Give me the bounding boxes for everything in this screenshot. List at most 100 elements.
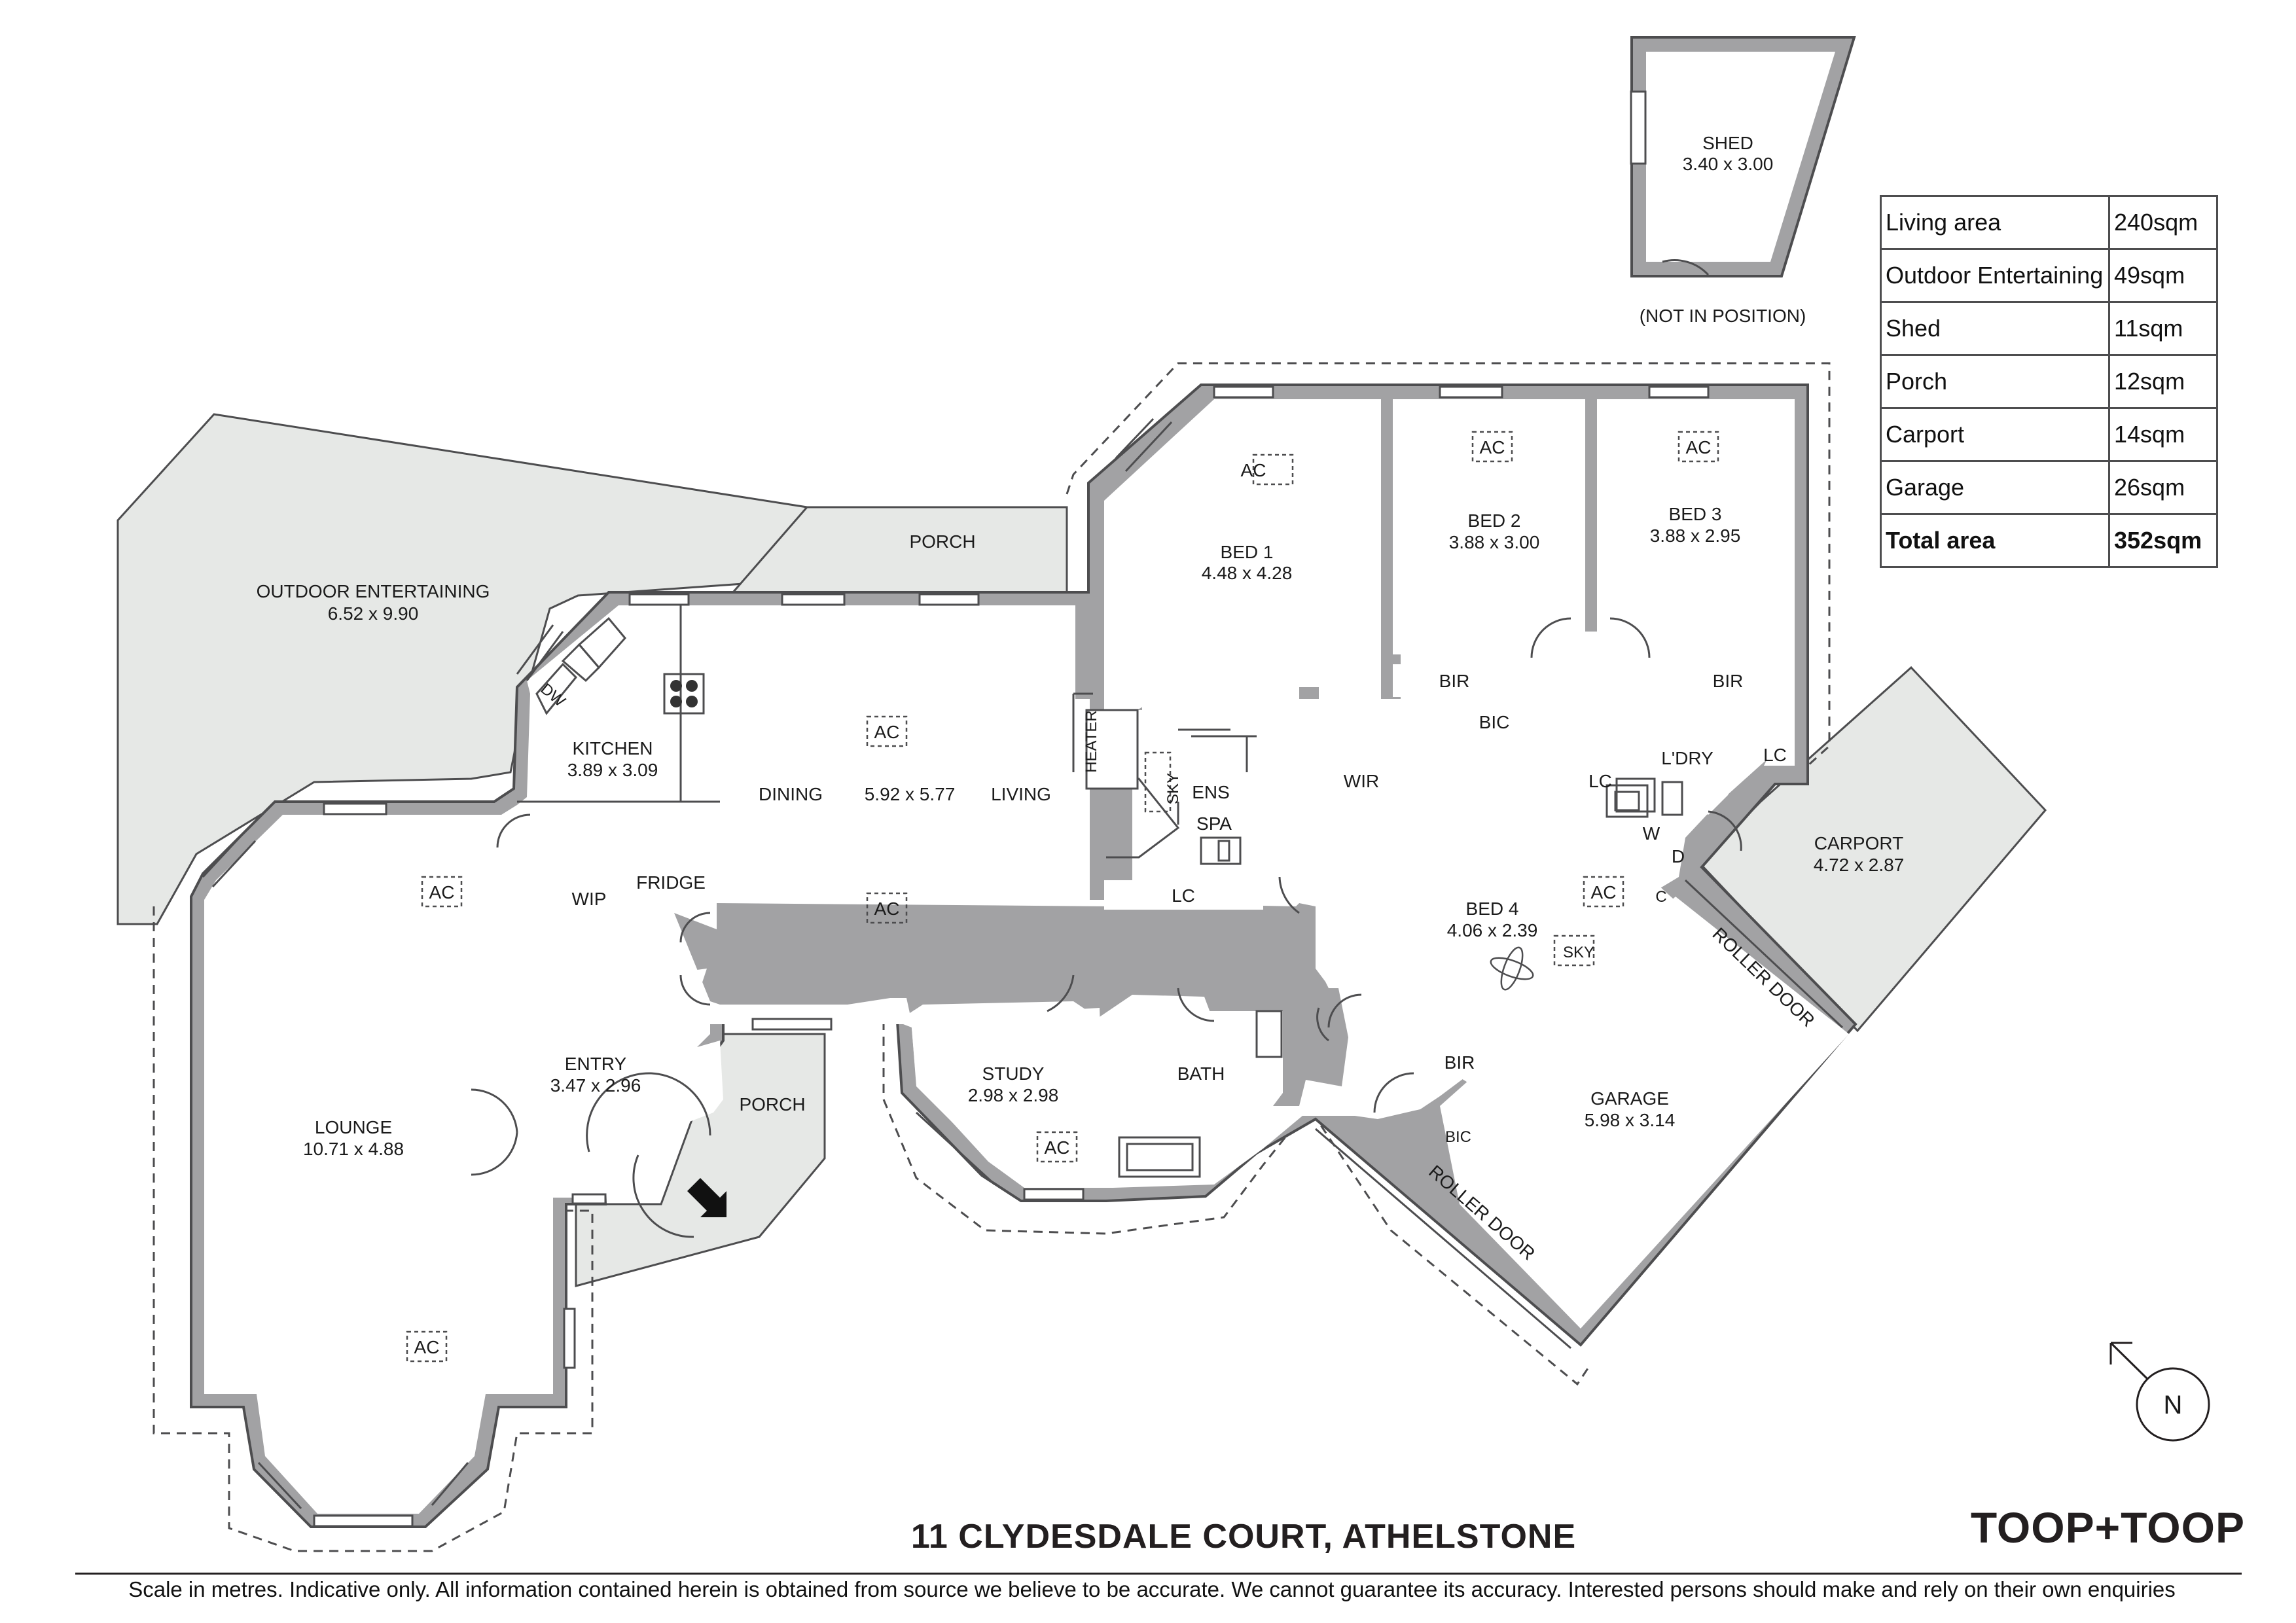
bed-3-label: BED 3: [1669, 504, 1722, 524]
ceiling-fan-icon: [1490, 946, 1534, 991]
bir-label: BIR: [1439, 671, 1470, 691]
ac-label: AC: [1591, 882, 1617, 902]
disclaimer-text: Scale in metres. Indicative only. All in…: [128, 1577, 2176, 1601]
area-label: Porch: [1880, 354, 2110, 409]
fridge-label: FRIDGE: [636, 872, 706, 893]
area-label: Shed: [1880, 301, 2110, 356]
bath-label: BATH: [1177, 1063, 1225, 1084]
ac-units: [406, 431, 1719, 1363]
bed-1-dims: 4.48 x 4.28: [1202, 563, 1293, 583]
doors: [471, 617, 1742, 1238]
area-label: Outdoor Entertaining: [1880, 248, 2110, 303]
area-label: Garage: [1880, 460, 2110, 515]
ac-label: AC: [414, 1337, 440, 1357]
rear-porch-label: PORCH: [909, 531, 975, 552]
shed: SHED 3.40 x 3.00 (NOT IN POSITION): [1630, 36, 1856, 326]
spa-label: SPA: [1196, 813, 1232, 834]
dining-living-dims: 5.92 x 5.77: [865, 784, 956, 804]
outdoor-entertaining-label: OUTDOOR ENTERTAINING: [257, 581, 490, 601]
wip-label: WIP: [572, 889, 607, 909]
total-area-label: Total area: [1880, 513, 2110, 568]
total-area-value: 352sqm: [2108, 513, 2218, 568]
boundary-bedrooms: [1066, 362, 1831, 780]
entry-label: ENTRY: [565, 1054, 627, 1074]
area-value: 14sqm: [2108, 407, 2218, 462]
front-porch-area: [575, 1033, 826, 1287]
brand-logo: TOOP+TOOP: [1970, 1503, 2245, 1552]
bed-4-dims: 4.06 x 2.39: [1447, 920, 1538, 940]
lc-label: LC: [1588, 771, 1612, 791]
heater-label: HEATER: [1083, 710, 1100, 773]
lc-label: LC: [1172, 885, 1195, 906]
shed-note: (NOT IN POSITION): [1640, 306, 1806, 326]
ac-label: AC: [874, 722, 900, 742]
area-value: 11sqm: [2108, 301, 2218, 356]
dryer-label: D: [1672, 846, 1685, 866]
laundry-label: L'DRY: [1661, 748, 1713, 768]
ac-label: AC: [1480, 437, 1505, 457]
bed-3-dims: 3.88 x 2.95: [1650, 526, 1741, 546]
north-arrow-icon: N: [2109, 1342, 2210, 1442]
area-value: 26sqm: [2108, 460, 2218, 515]
entry-arrow-icon: [687, 1178, 726, 1217]
area-value: 240sqm: [2108, 195, 2218, 250]
area-label: Carport: [1880, 407, 2110, 462]
wir-label: WIR: [1344, 771, 1379, 791]
area-value: 12sqm: [2108, 354, 2218, 409]
north-letter: N: [2164, 1391, 2183, 1419]
carport-label: CARPORT: [1814, 833, 1903, 853]
study-dims: 2.98 x 2.98: [968, 1085, 1059, 1105]
lounge-label: LOUNGE: [315, 1117, 392, 1137]
washer-label: W: [1643, 823, 1660, 844]
shed-label: SHED: [1702, 133, 1753, 153]
boundary-lounge: [152, 906, 594, 1552]
entry-dims: 3.47 x 2.96: [550, 1075, 641, 1096]
ac-label: AC: [874, 899, 900, 919]
kitchen-fixtures: [535, 616, 705, 715]
bed-4-label: BED 4: [1466, 899, 1519, 919]
cupboard-label: C: [1655, 888, 1666, 906]
bic-label: BIC: [1479, 712, 1510, 732]
sky-label: SKY: [1563, 944, 1594, 961]
ac-label: AC: [1241, 460, 1266, 480]
roller-door-side-line: [1684, 879, 1844, 1029]
sky-label: SKY: [1164, 773, 1182, 804]
property-address-title: 11 CLYDESDALE COURT, ATHELSTONE: [910, 1518, 1577, 1556]
ac-label: AC: [1686, 437, 1712, 457]
house-walls: [190, 383, 1857, 1528]
boundary-garage: [1311, 1112, 1592, 1386]
bed-2-dims: 3.88 x 3.00: [1449, 532, 1540, 552]
garage-dims: 5.98 x 3.14: [1585, 1110, 1676, 1130]
area-value: 49sqm: [2108, 248, 2218, 303]
footer-divider: [75, 1573, 2242, 1575]
bir-label: BIR: [1444, 1052, 1475, 1073]
shed-dims: 3.40 x 3.00: [1683, 154, 1774, 174]
outdoor-entertaining-dims: 6.52 x 9.90: [328, 603, 419, 624]
bic-label: BIC: [1445, 1128, 1471, 1146]
windows: [202, 385, 1710, 1527]
ensuite-label: ENS: [1192, 782, 1230, 802]
kitchen-label: KITCHEN: [573, 738, 653, 758]
dining-label: DINING: [759, 784, 823, 804]
ac-label: AC: [429, 882, 455, 902]
garage-label: GARAGE: [1590, 1088, 1669, 1109]
kitchen-dims: 3.89 x 3.09: [567, 760, 658, 780]
lc-label: LC: [1763, 745, 1787, 765]
carport-dims: 4.72 x 2.87: [1814, 855, 1905, 875]
roller-door-front-line: [1315, 1128, 1571, 1349]
area-label: Living area: [1880, 195, 2110, 250]
bir-label: BIR: [1713, 671, 1744, 691]
bed-2-label: BED 2: [1468, 510, 1521, 531]
living-label: LIVING: [991, 784, 1051, 804]
study-label: STUDY: [982, 1063, 1045, 1084]
bed-1-label: BED 1: [1221, 542, 1274, 562]
